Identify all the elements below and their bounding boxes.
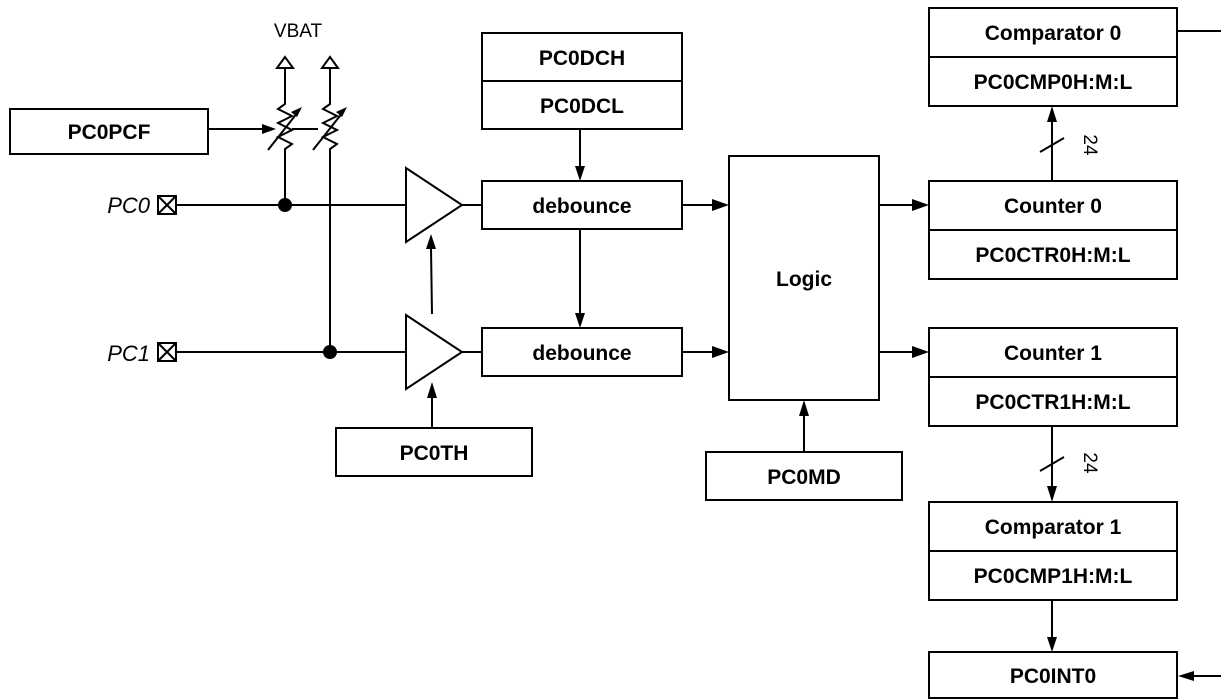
input-comparator-0 xyxy=(405,166,464,244)
pc0cmp1-label: PC0CMP1H:M:L xyxy=(974,565,1133,588)
logic-to-counter0-arrow xyxy=(912,199,929,211)
logic-block: Logic xyxy=(728,155,880,401)
counter-1-block: Counter 1 PC0CTR1H:M:L xyxy=(928,327,1178,427)
comparator-1-block: Comparator 1 PC0CMP1H:M:L xyxy=(928,501,1178,601)
debounce-block-1: debounce xyxy=(481,327,683,377)
svg-text:Logic: Logic xyxy=(776,268,832,291)
svg-text:PC0MD: PC0MD xyxy=(767,466,841,489)
th-arrow-0 xyxy=(426,234,436,249)
svg-text:debounce: debounce xyxy=(532,342,631,365)
comp1-to-int-arrow xyxy=(1047,637,1057,652)
pullup-resistor-pc1 xyxy=(312,95,347,158)
counter0-to-comp0-arrow xyxy=(1047,106,1057,122)
debounce-link-arrow xyxy=(575,313,585,328)
pc0-junction xyxy=(278,198,292,212)
comparator-1-label: Comparator 1 xyxy=(985,516,1122,539)
pc0int0-register: PC0INT0 xyxy=(928,651,1178,699)
int0-input-arrow xyxy=(1178,671,1194,681)
logic-to-counter1-arrow xyxy=(912,346,929,358)
comparator-0-block: Comparator 0 PC0CMP0H:M:L xyxy=(928,7,1178,107)
vbat-supply-symbol-1 xyxy=(275,55,295,95)
md-arrow xyxy=(799,400,809,416)
pullup-resistor-pc0 xyxy=(267,95,302,158)
debounce0-to-logic-arrow xyxy=(712,199,729,211)
pc0th-register: PC0TH xyxy=(335,427,533,477)
counter1-to-comp1-arrow xyxy=(1047,486,1057,502)
dc-arrow xyxy=(575,166,585,181)
pc0ctr0-label: PC0CTR0H:M:L xyxy=(975,244,1130,267)
pc0cmp0-label: PC0CMP0H:M:L xyxy=(974,71,1133,94)
bus-width-lower: 24 xyxy=(1079,452,1100,474)
svg-text:PC0PCF: PC0PCF xyxy=(68,121,151,144)
pcf-arrow xyxy=(262,124,276,134)
input-comparator-1 xyxy=(405,313,464,391)
svg-text:PC0TH: PC0TH xyxy=(400,442,469,465)
th-arrow-1 xyxy=(427,382,437,398)
bus-slash-upper xyxy=(1039,137,1065,153)
pc0dch-pc0dcl-register: PC0DCH PC0DCL xyxy=(481,32,683,130)
comparator-0-label: Comparator 0 xyxy=(985,22,1122,45)
pc0ctr1-label: PC0CTR1H:M:L xyxy=(975,391,1130,414)
pc0pcf-register: PC0PCF xyxy=(9,108,209,155)
bus-width-upper: 24 xyxy=(1079,134,1100,156)
counter-0-block: Counter 0 PC0CTR0H:M:L xyxy=(928,180,1178,280)
debounce-block-0: debounce xyxy=(481,180,683,230)
pc0md-register: PC0MD xyxy=(705,451,903,501)
pc0dch-label: PC0DCH xyxy=(539,47,625,70)
svg-text:debounce: debounce xyxy=(532,195,631,218)
pin-label-pc1: PC1 xyxy=(107,341,150,366)
pc0dcl-label: PC0DCL xyxy=(540,95,624,118)
debounce1-to-logic-arrow xyxy=(712,346,729,358)
counter-0-label: Counter 0 xyxy=(1004,195,1102,218)
counter-1-label: Counter 1 xyxy=(1004,342,1102,365)
pin-pc0-icon xyxy=(157,195,177,215)
svg-text:PC0INT0: PC0INT0 xyxy=(1010,665,1096,688)
pin-pc1-icon xyxy=(157,342,177,362)
pc1-junction xyxy=(323,345,337,359)
bus-slash-lower xyxy=(1039,456,1065,472)
vbat-label: VBAT xyxy=(274,21,323,42)
pin-label-pc0: PC0 xyxy=(107,193,151,218)
vbat-supply-symbol-2 xyxy=(320,55,340,95)
